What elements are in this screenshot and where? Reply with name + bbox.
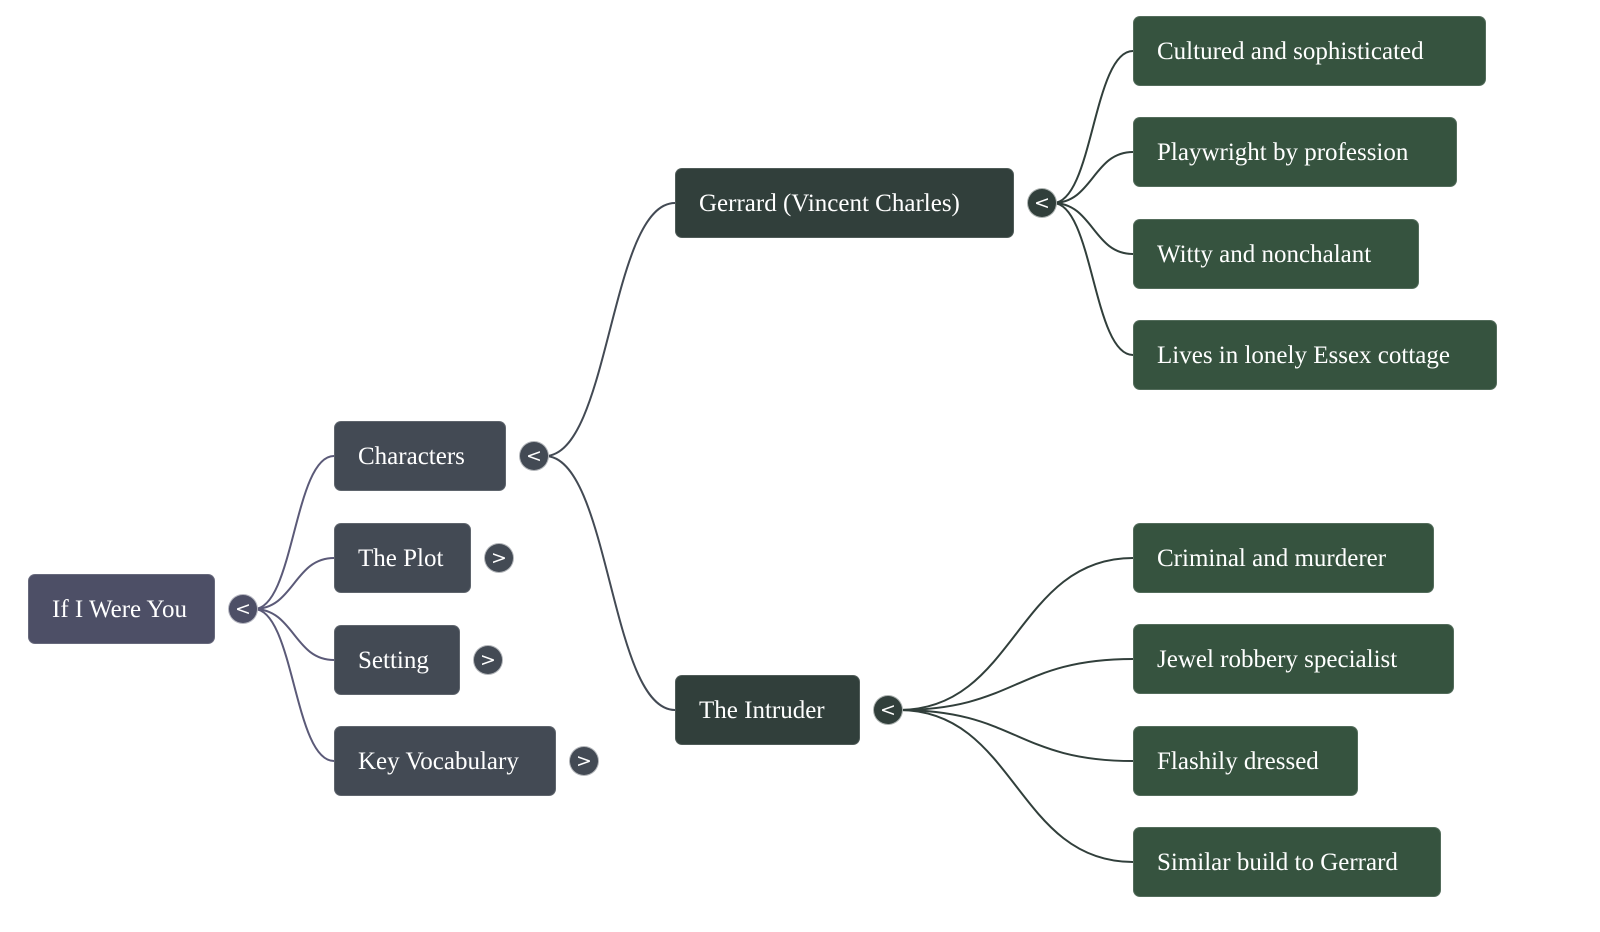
connector-root-to-branch	[253, 455, 335, 610]
setting-expand-toggle[interactable]: >	[473, 645, 503, 675]
connector-intruder-to-trait	[898, 709, 1134, 762]
connector-gerrard-to-trait	[1052, 151, 1134, 204]
connector-root-to-branch	[253, 557, 335, 610]
characters-collapse-toggle[interactable]: <	[519, 441, 549, 471]
connector-root-to-branch	[253, 608, 335, 661]
gerrard-collapse-toggle[interactable]: <	[1027, 188, 1057, 218]
connector-gerrard-to-trait	[1052, 202, 1134, 356]
branch-label: Key Vocabulary	[358, 748, 519, 775]
trait-node[interactable]: Lives in lonely Essex cottage	[1133, 320, 1497, 390]
root-node[interactable]: If I Were You	[28, 574, 215, 644]
trait-label: Witty and nonchalant	[1157, 241, 1372, 268]
character-label: The Intruder	[699, 697, 825, 724]
trait-node[interactable]: Witty and nonchalant	[1133, 219, 1419, 289]
connector-intruder-to-trait	[898, 709, 1134, 863]
connector-intruder-to-trait	[898, 557, 1134, 711]
key-vocabulary-expand-toggle[interactable]: >	[569, 746, 599, 776]
trait-node[interactable]: Jewel robbery specialist	[1133, 624, 1454, 694]
branch-node-characters[interactable]: Characters	[334, 421, 506, 491]
trait-node[interactable]: Cultured and sophisticated	[1133, 16, 1486, 86]
root-collapse-toggle[interactable]: <	[228, 594, 258, 624]
trait-node[interactable]: Similar build to Gerrard	[1133, 827, 1441, 897]
branch-node-setting[interactable]: Setting	[334, 625, 460, 695]
branch-label: Characters	[358, 443, 465, 470]
trait-label: Lives in lonely Essex cottage	[1157, 342, 1450, 369]
character-node-gerrard[interactable]: Gerrard (Vincent Charles)	[675, 168, 1014, 238]
root-node-label: If I Were You	[52, 596, 188, 623]
trait-node[interactable]: Flashily dressed	[1133, 726, 1358, 796]
connector-intruder-to-trait	[898, 658, 1134, 711]
trait-label: Flashily dressed	[1157, 748, 1319, 775]
connector-root-to-branch	[253, 608, 335, 762]
branch-node-key-vocabulary[interactable]: Key Vocabulary	[334, 726, 556, 796]
the-intruder-collapse-toggle[interactable]: <	[873, 695, 903, 725]
connector-gerrard-to-trait	[1052, 202, 1134, 255]
trait-node[interactable]: Criminal and murderer	[1133, 523, 1434, 593]
character-node-the-intruder[interactable]: The Intruder	[675, 675, 860, 745]
trait-label: Jewel robbery specialist	[1157, 646, 1398, 673]
trait-node[interactable]: Playwright by profession	[1133, 117, 1457, 187]
branch-label: Setting	[358, 647, 429, 674]
branch-label: The Plot	[358, 545, 444, 572]
trait-label: Similar build to Gerrard	[1157, 849, 1398, 876]
connector-gerrard-to-trait	[1052, 50, 1134, 204]
trait-label: Playwright by profession	[1157, 139, 1409, 166]
connector-characters-to-character	[544, 202, 676, 457]
trait-label: Criminal and murderer	[1157, 545, 1387, 572]
branch-node-the-plot[interactable]: The Plot	[334, 523, 471, 593]
trait-label: Cultured and sophisticated	[1157, 38, 1424, 65]
character-label: Gerrard (Vincent Charles)	[699, 190, 960, 217]
connector-characters-to-character	[544, 455, 676, 711]
the-plot-expand-toggle[interactable]: >	[484, 543, 514, 573]
